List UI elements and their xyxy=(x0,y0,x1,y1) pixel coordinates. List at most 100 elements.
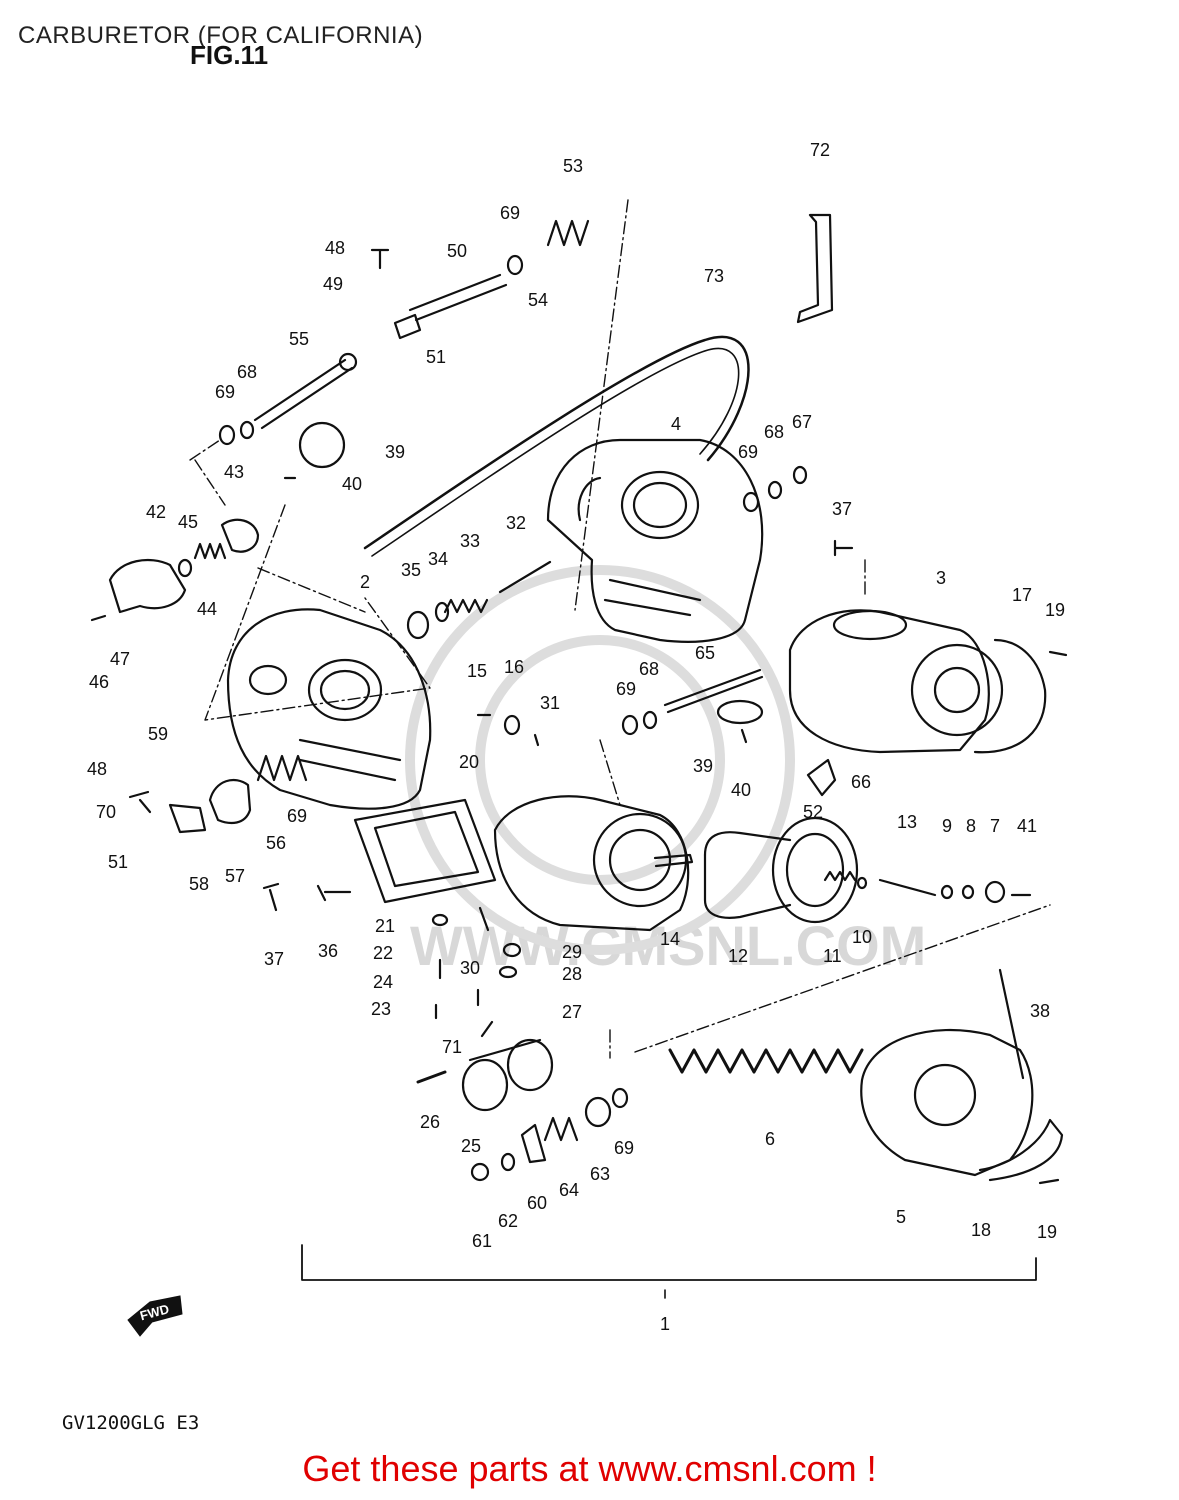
callout-68: 68 xyxy=(639,659,659,679)
shaft-50 xyxy=(408,273,508,322)
callout-2: 2 xyxy=(360,572,370,592)
float-25 xyxy=(461,1038,554,1112)
callout-61: 61 xyxy=(472,1231,492,1251)
callout-72: 72 xyxy=(810,140,830,160)
callout-43: 43 xyxy=(224,462,244,482)
screw-32 xyxy=(498,560,552,594)
callout-44: 44 xyxy=(197,599,217,619)
callout-53: 53 xyxy=(563,156,583,176)
spring-33 xyxy=(443,598,489,614)
callout-35: 35 xyxy=(401,560,421,580)
callout-33: 33 xyxy=(460,531,480,551)
callout-32: 32 xyxy=(506,513,526,533)
callout-70: 70 xyxy=(96,802,116,822)
washers xyxy=(177,254,1006,1182)
spring-44 xyxy=(193,542,227,560)
callout-41: 41 xyxy=(1017,816,1037,836)
callout-48: 48 xyxy=(87,759,107,779)
callout-24: 24 xyxy=(373,972,393,992)
cap-39 xyxy=(298,421,346,469)
callout-45: 45 xyxy=(178,512,198,532)
carburetor-exploded-diagram: WWW.CMSNL.COM xyxy=(87,140,1068,1337)
bracket-17 xyxy=(973,638,1047,754)
callout-38: 38 xyxy=(1030,1001,1050,1021)
callout-31: 31 xyxy=(540,693,560,713)
callout-69: 69 xyxy=(215,382,235,402)
lever-58 xyxy=(168,803,207,834)
callout-23: 23 xyxy=(371,999,391,1019)
callout-57: 57 xyxy=(225,866,245,886)
fwd-label: FWD xyxy=(138,1301,170,1323)
callout-26: 26 xyxy=(420,1112,440,1132)
carburetor-body-main xyxy=(493,795,694,932)
spring-6 xyxy=(668,1048,864,1074)
callout-48: 48 xyxy=(325,238,345,258)
callout-15: 15 xyxy=(467,661,487,681)
callout-49: 49 xyxy=(323,274,343,294)
callout-39: 39 xyxy=(693,756,713,776)
watermark-emblem xyxy=(405,565,795,955)
callout-73: 73 xyxy=(704,266,724,286)
callout-10: 10 xyxy=(852,927,872,947)
callout-6: 6 xyxy=(765,1129,775,1149)
callout-51: 51 xyxy=(426,347,446,367)
callout-50: 50 xyxy=(447,241,467,261)
callout-37: 37 xyxy=(832,499,852,519)
model-code: GV1200GLG E3 xyxy=(62,1412,200,1434)
callout-40: 40 xyxy=(731,780,751,800)
callout-17: 17 xyxy=(1012,585,1032,605)
forward-arrow-icon: FWD xyxy=(127,1295,183,1337)
screws xyxy=(90,248,1068,1185)
leader-lines xyxy=(189,199,1051,1059)
callout-8: 8 xyxy=(966,816,976,836)
callout-37: 37 xyxy=(264,949,284,969)
callout-12: 12 xyxy=(728,946,748,966)
callout-40: 40 xyxy=(342,474,362,494)
callout-66: 66 xyxy=(851,772,871,792)
callout-56: 56 xyxy=(266,833,286,853)
lever-43 xyxy=(220,518,260,553)
callout-34: 34 xyxy=(428,549,448,569)
callout-3: 3 xyxy=(936,568,946,588)
shaft-55 xyxy=(253,352,358,430)
needle-13 xyxy=(878,878,937,897)
callout-22: 22 xyxy=(373,943,393,963)
callout-46: 46 xyxy=(89,672,109,692)
callout-39: 39 xyxy=(385,442,405,462)
carburetor-body-3 xyxy=(788,609,1004,754)
spring-11 xyxy=(823,870,857,882)
callout-7: 7 xyxy=(990,816,1000,836)
callout-60: 60 xyxy=(527,1193,547,1213)
shop-link[interactable]: Get these parts at www.cmsnl.com ! xyxy=(302,1448,877,1489)
lever-52 xyxy=(806,758,837,797)
callout-69: 69 xyxy=(500,203,520,223)
callout-69: 69 xyxy=(614,1138,634,1158)
cap-39b xyxy=(716,699,764,725)
diagram-title: CARBURETOR (FOR CALIFORNIA) xyxy=(18,22,424,49)
callout-62: 62 xyxy=(498,1211,518,1231)
gasket-20 xyxy=(353,798,497,904)
callout-47: 47 xyxy=(110,649,130,669)
fuel-hose xyxy=(363,335,750,550)
callout-29: 29 xyxy=(562,942,582,962)
callout-71: 71 xyxy=(442,1037,462,1057)
callout-65: 65 xyxy=(695,643,715,663)
arm-51 xyxy=(393,313,422,340)
callout-51: 51 xyxy=(108,852,128,872)
top-cap-5 xyxy=(860,1028,1064,1182)
shaft-65 xyxy=(663,668,764,714)
pin-26 xyxy=(416,1070,447,1084)
callout-25: 25 xyxy=(461,1136,481,1156)
callout-16: 16 xyxy=(504,657,524,677)
callout-11: 11 xyxy=(823,946,842,966)
callout-59: 59 xyxy=(148,724,168,744)
callout-20: 20 xyxy=(459,752,479,772)
lever-57 xyxy=(208,778,252,825)
callout-1: 1 xyxy=(660,1314,670,1334)
spring-53 xyxy=(546,219,590,247)
callout-19: 19 xyxy=(1045,600,1065,620)
lever-42 xyxy=(108,558,187,614)
callout-69: 69 xyxy=(287,806,307,826)
callout-69: 69 xyxy=(616,679,636,699)
callout-18: 18 xyxy=(971,1220,991,1240)
